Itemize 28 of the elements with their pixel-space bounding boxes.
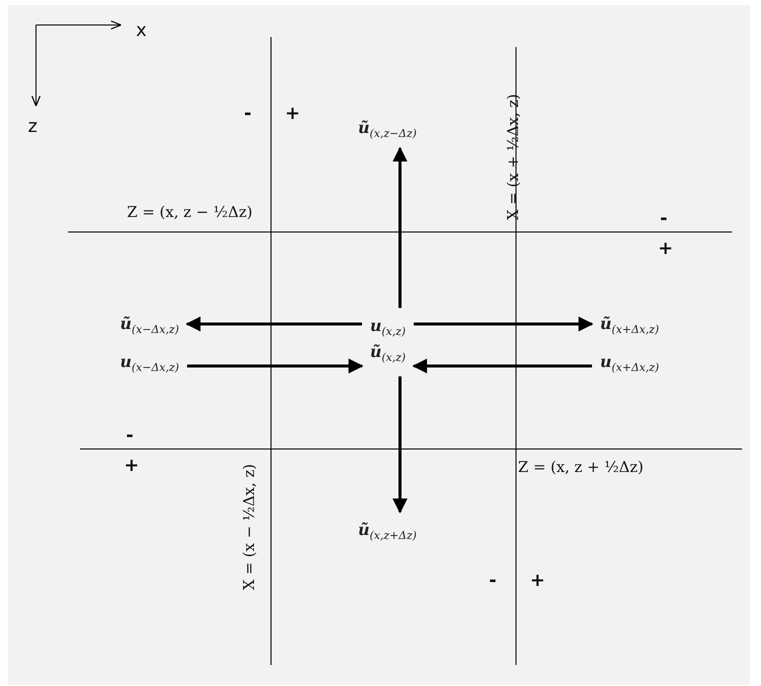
sign-label: - [126,425,134,446]
arrow [412,358,592,374]
axis-label: z [28,116,38,137]
arrow [392,146,408,308]
arrow [392,376,408,514]
variable-label: u$_{(x,z)}$ [370,316,406,340]
boundary-label: Z = (x, z − ½Δz) [127,203,253,221]
boundary-label: Z = (x, z + ½Δz) [518,458,644,476]
sign-label: - [489,570,496,591]
variable-label: ũ$_{(x,z)}$ [370,342,406,366]
arrow [186,316,362,332]
variable-label: ũ$_{(x+Δx,z)}$ [600,314,660,336]
boundary-label: X = (x − ½Δx, z) [240,464,258,590]
sign-label: + [530,570,546,591]
arrow [414,316,594,332]
boundary-label: X = (x + ½Δx, z) [504,94,522,220]
sign-label: - [660,208,668,229]
sign-label: + [285,103,300,124]
variable-label: ũ$_{(x,z−Δz)}$ [358,118,417,140]
sign-label: + [658,238,674,259]
variable-label: u$_{(x+Δx,z)}$ [600,352,660,374]
variable-label: u$_{(x−Δx,z)}$ [120,352,180,374]
sign-label: - [244,103,252,124]
arrow [187,358,364,374]
sign-label: + [124,455,140,476]
variable-label: ũ$_{(x,z+Δz)}$ [358,520,417,542]
variable-label: ũ$_{(x−Δx,z)}$ [120,314,180,336]
axis-label: x [136,20,147,41]
